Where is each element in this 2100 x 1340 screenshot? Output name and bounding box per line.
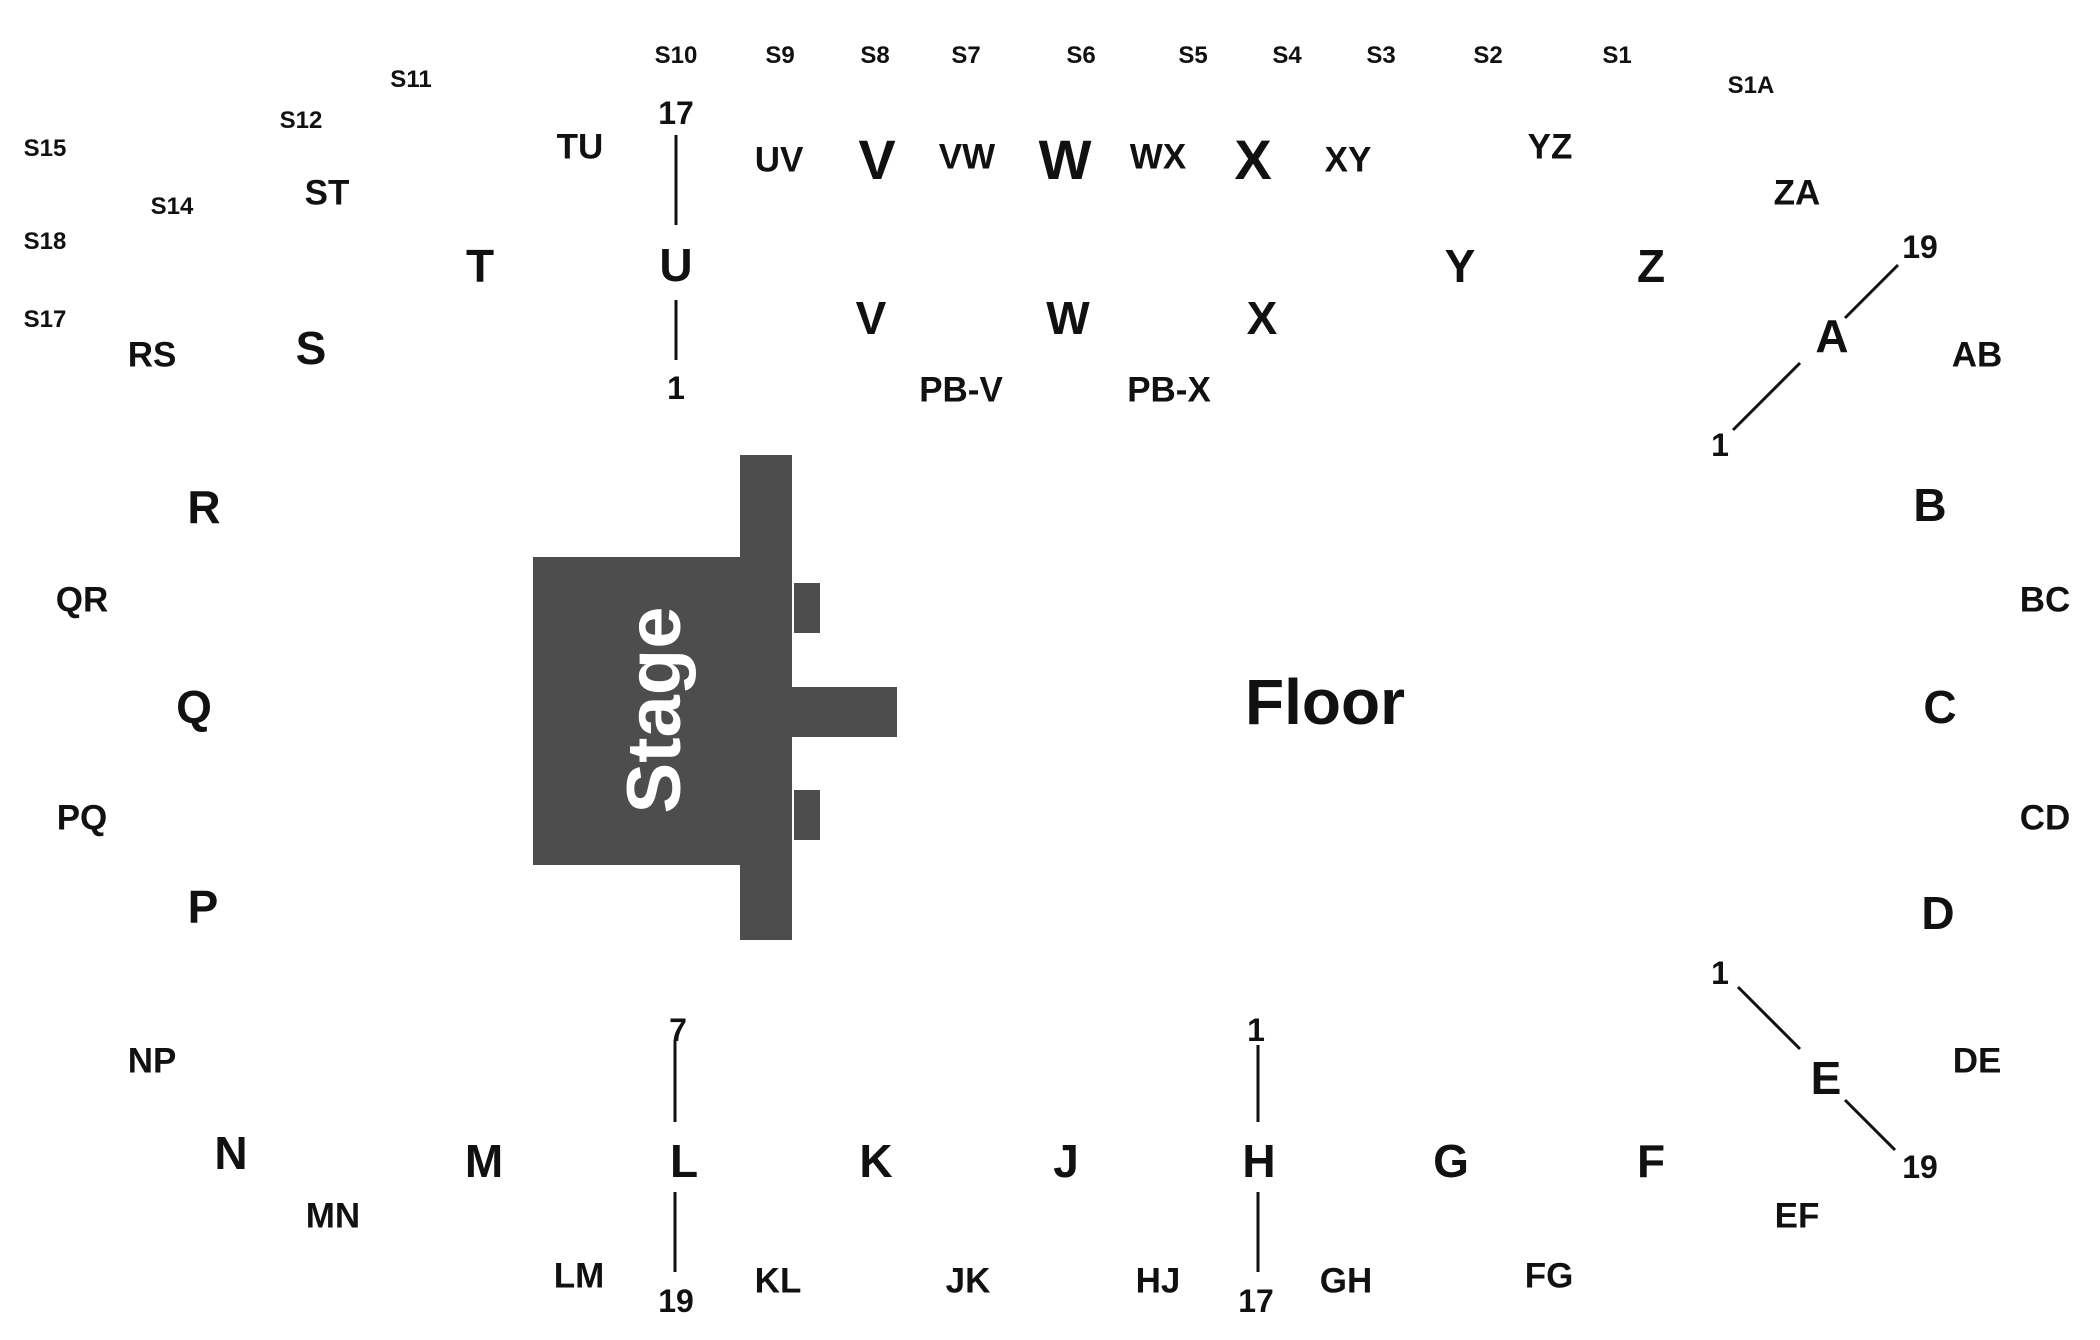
suite-s9[interactable]: S9 (765, 42, 795, 69)
section-w-upper[interactable]: W (1038, 128, 1092, 191)
section-c[interactable]: C (1923, 681, 1957, 733)
suite-s17[interactable]: S17 (23, 306, 67, 333)
section-m[interactable]: M (464, 1135, 504, 1187)
section-b[interactable]: B (1913, 479, 1947, 531)
row-number-e-bottom: 19 (1902, 1149, 1938, 1185)
section-pb-x[interactable]: PB-X (1127, 370, 1211, 410)
suite-s1a[interactable]: S1A (1727, 72, 1775, 99)
section-xy[interactable]: XY (1324, 140, 1372, 180)
section-z[interactable]: Z (1636, 240, 1666, 292)
section-mn[interactable]: MN (305, 1196, 361, 1236)
section-tu[interactable]: TU (556, 127, 604, 167)
row-line-a-top (1843, 263, 1900, 320)
row-number-h-bottom: 17 (1238, 1283, 1274, 1319)
suite-s4[interactable]: S4 (1272, 42, 1302, 69)
section-h[interactable]: H (1242, 1135, 1276, 1187)
section-ef[interactable]: EF (1774, 1196, 1820, 1236)
section-bc[interactable]: BC (2019, 580, 2071, 620)
suite-s14[interactable]: S14 (150, 193, 194, 220)
suite-s12[interactable]: S12 (279, 107, 323, 134)
section-l[interactable]: L (669, 1135, 699, 1187)
suite-s18[interactable]: S18 (23, 228, 67, 255)
section-j[interactable]: J (1053, 1135, 1079, 1187)
section-np[interactable]: NP (127, 1041, 177, 1081)
suite-s6[interactable]: S6 (1066, 42, 1096, 69)
row-number-u-bottom: 1 (667, 370, 685, 406)
section-r[interactable]: R (187, 481, 221, 533)
section-s[interactable]: S (295, 322, 327, 374)
row-number-a-bottom: 1 (1711, 427, 1729, 463)
row-number-a-top: 19 (1902, 229, 1938, 265)
section-y[interactable]: Y (1444, 240, 1476, 292)
row-number-h-top: 1 (1247, 1012, 1265, 1048)
row-number-e-top: 1 (1711, 955, 1729, 991)
section-t[interactable]: T (465, 240, 495, 292)
section-wx[interactable]: WX (1129, 137, 1187, 177)
section-q[interactable]: Q (176, 681, 212, 733)
stage-wing (740, 455, 792, 940)
section-st[interactable]: ST (304, 173, 350, 213)
section-lm[interactable]: LM (553, 1256, 605, 1296)
section-v-upper[interactable]: V (858, 128, 896, 191)
section-yz[interactable]: YZ (1527, 127, 1573, 167)
section-fg[interactable]: FG (1524, 1256, 1574, 1296)
section-ab[interactable]: AB (1951, 335, 2003, 375)
row-line-e-top (1736, 985, 1802, 1051)
floor-label[interactable]: Floor (1245, 666, 1405, 738)
stage-step-bottom (794, 790, 820, 840)
section-gh[interactable]: GH (1319, 1261, 1373, 1301)
stage-runway (790, 687, 897, 737)
section-pb-v[interactable]: PB-V (919, 370, 1003, 410)
row-number-u-top: 17 (658, 95, 694, 131)
section-x-lower[interactable]: X (1246, 292, 1278, 344)
stage-step-top (794, 583, 820, 633)
section-kl[interactable]: KL (754, 1261, 802, 1301)
section-hj[interactable]: HJ (1135, 1261, 1181, 1301)
stage-label: Stage (612, 606, 697, 814)
section-f[interactable]: F (1636, 1135, 1666, 1187)
suite-s15[interactable]: S15 (23, 135, 67, 162)
section-uv[interactable]: UV (754, 140, 804, 180)
suite-s11[interactable]: S11 (390, 66, 432, 93)
suite-s2[interactable]: S2 (1473, 42, 1503, 69)
row-line-e-bottom (1843, 1098, 1897, 1152)
section-a[interactable]: A (1815, 310, 1849, 362)
section-n[interactable]: N (214, 1127, 248, 1179)
suite-s10[interactable]: S10 (654, 42, 698, 69)
suite-s1[interactable]: S1 (1602, 42, 1632, 69)
section-w-lower[interactable]: W (1046, 292, 1090, 344)
section-pq[interactable]: PQ (56, 798, 108, 838)
suite-s7[interactable]: S7 (951, 42, 981, 69)
suite-s8[interactable]: S8 (860, 42, 890, 69)
section-k[interactable]: K (859, 1135, 893, 1187)
section-x-upper[interactable]: X (1234, 128, 1272, 191)
section-v-lower[interactable]: V (855, 292, 887, 344)
section-g[interactable]: G (1433, 1135, 1469, 1187)
stage-main (533, 557, 743, 865)
section-u[interactable]: U (659, 239, 693, 291)
section-rs[interactable]: RS (127, 335, 177, 375)
section-qr[interactable]: QR (55, 580, 109, 620)
row-line-a-bottom (1731, 361, 1802, 432)
row-number-l-bottom: 19 (658, 1283, 694, 1319)
section-p[interactable]: P (187, 881, 219, 933)
section-de[interactable]: DE (1952, 1041, 2002, 1081)
section-cd[interactable]: CD (2019, 798, 2071, 838)
suite-s5[interactable]: S5 (1178, 42, 1208, 69)
section-d[interactable]: D (1921, 887, 1955, 939)
section-e[interactable]: E (1810, 1052, 1842, 1104)
section-vw[interactable]: VW (938, 137, 996, 177)
suite-s3[interactable]: S3 (1366, 42, 1396, 69)
section-jk[interactable]: JK (945, 1261, 991, 1301)
section-za[interactable]: ZA (1773, 173, 1821, 213)
row-number-l-top: 7 (669, 1012, 687, 1048)
